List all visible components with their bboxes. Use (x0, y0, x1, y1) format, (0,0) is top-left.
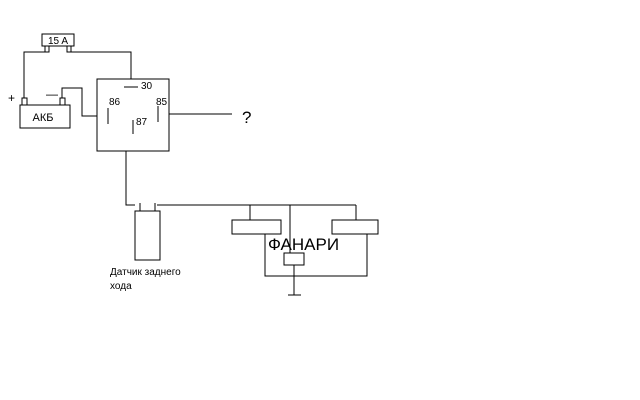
battery: АКБ + — (8, 87, 71, 129)
lamp-right (331, 219, 379, 235)
lamps: ФАНАРИ (231, 219, 379, 296)
wire-minus-to-relay-86 (61, 87, 108, 117)
unknown-connection-mark: ? (242, 108, 251, 127)
ground-connector (283, 252, 305, 266)
reverse-sensor: Датчик заднего хода (110, 203, 181, 292)
sensor-body (134, 210, 161, 261)
battery-label: АКБ (33, 112, 54, 124)
lamps-label: ФАНАРИ (268, 235, 339, 254)
battery-body (19, 104, 71, 129)
relay: 30 86 85 87 (96, 78, 170, 152)
wire-fuse-to-relay-30 (69, 51, 132, 87)
fuse-label: 15 A (48, 36, 68, 47)
fuse-body (41, 33, 75, 47)
fuse: 15 A (41, 33, 75, 53)
wire-plus-to-fuse (23, 51, 47, 98)
battery-minus-terminal (59, 97, 66, 106)
relay-pin-87-label: 87 (136, 117, 148, 128)
battery-plus-sign: + (8, 91, 15, 105)
relay-pin-30-label: 30 (141, 81, 153, 92)
sensor-label-line2: хода (110, 281, 132, 292)
sensor-label-line1: Датчик заднего (110, 267, 181, 278)
battery-minus-sign: — (46, 87, 58, 101)
relay-body (96, 78, 170, 152)
wire-left-lamp-return (264, 234, 368, 277)
relay-pin-86-label: 86 (109, 97, 121, 108)
relay-pin-85-label: 85 (156, 97, 168, 108)
lamp-left (231, 219, 282, 235)
wires (23, 51, 368, 295)
battery-plus-terminal (21, 97, 28, 106)
